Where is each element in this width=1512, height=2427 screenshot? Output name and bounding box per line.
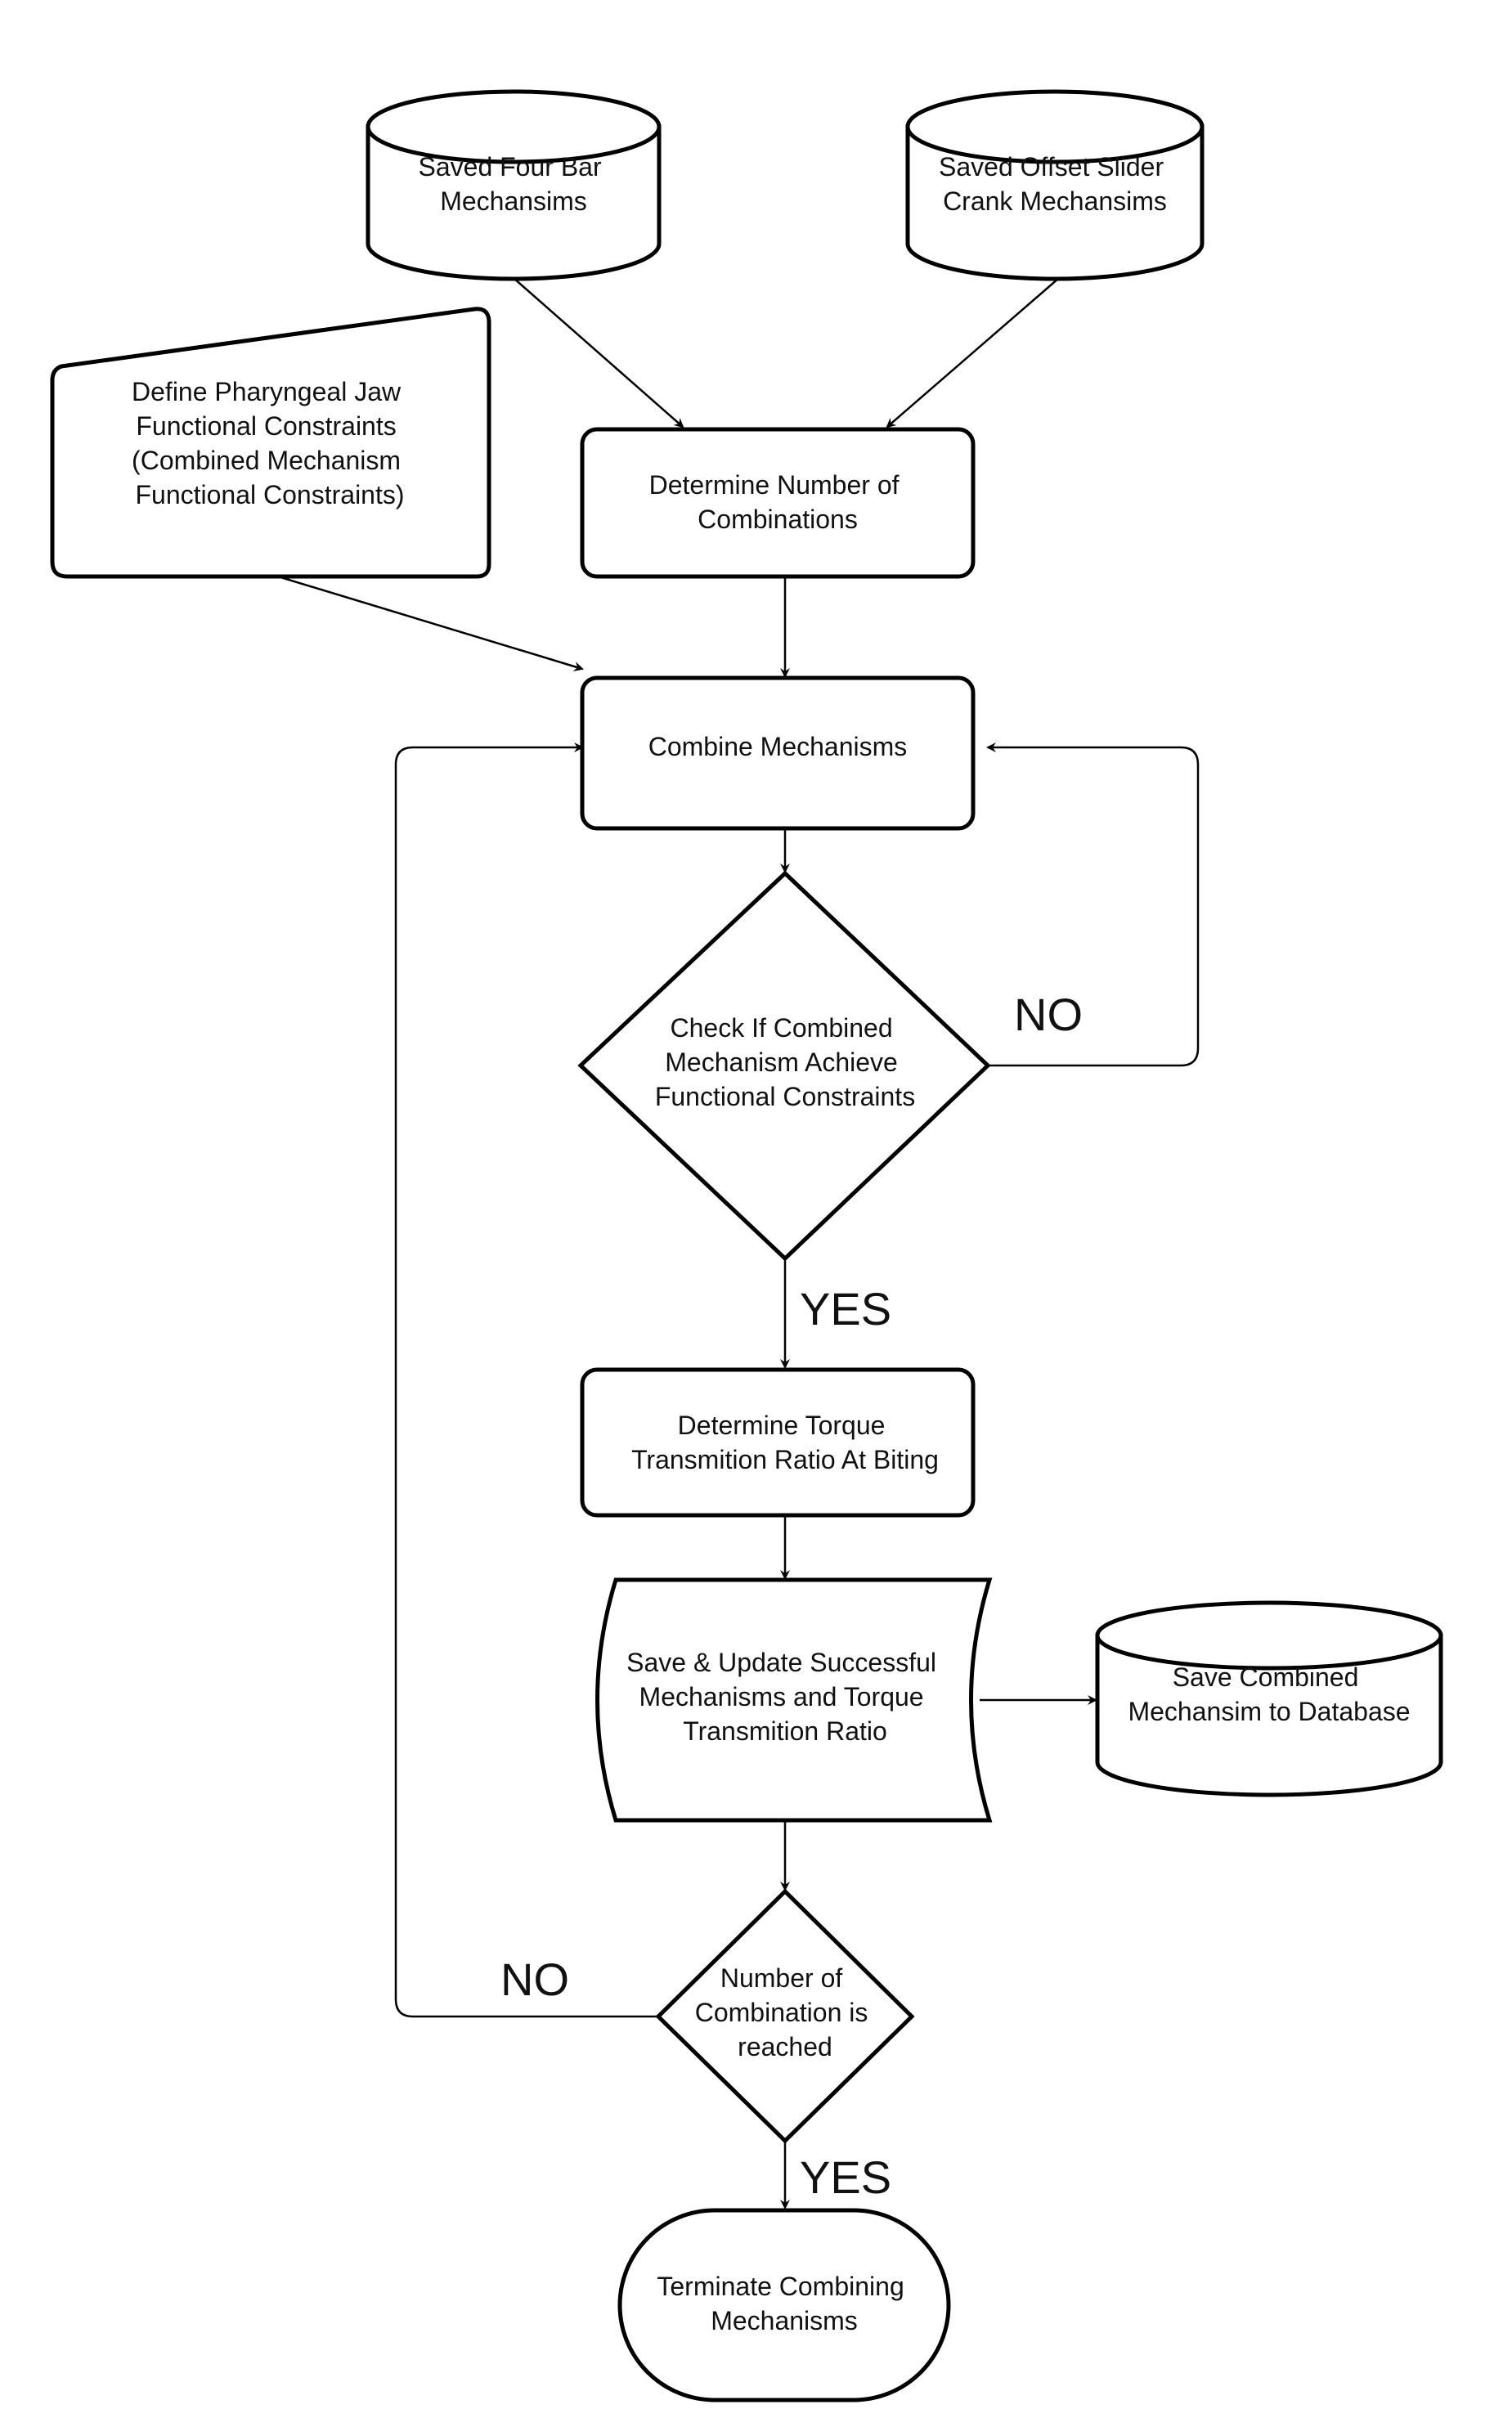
edge-define-to-combine [277, 575, 584, 671]
node-text-line: Mechanisms and Torque [639, 1682, 924, 1711]
node-determine-combinations: Determine Number of Combinations [580, 427, 976, 579]
node-terminate: Terminate Combining Mechanisms [617, 2208, 951, 2402]
svg-text:Determine Number of Comb: Determine Number of Combinations [649, 470, 907, 534]
node-text-line: Mechansim to Database [1128, 1697, 1410, 1726]
node-text-line: Terminate Combining [657, 2272, 904, 2301]
svg-text:Number of Combination is: Number of Combination is reached [695, 1963, 876, 2061]
node-text-line: Determine Torque [678, 1411, 886, 1440]
node-saved-four-bar: Saved Four Bar Mechansims [366, 89, 662, 281]
node-combination-reached: Number of Combination is reached [655, 1888, 915, 2144]
node-text-line: reached [738, 2032, 832, 2061]
edge-label-check-no: NO [1014, 989, 1083, 1040]
node-determine-torque: Determine Torque Transmition Ratio At Bi… [580, 1367, 976, 1518]
node-check-constraints: Check If Combined Mechanism Achieve Func… [577, 870, 991, 1262]
node-text-line: Transmition Ratio [683, 1716, 887, 1746]
node-text-line: Crank Mechansims [943, 186, 1167, 216]
svg-text:Save & Update Successful: Save & Update Successful Mechanisms and … [626, 1648, 944, 1746]
edge-four-bar-to-determine [513, 277, 684, 428]
node-text-line: Save Combined [1173, 1662, 1359, 1692]
edge-label-check-yes: YES [800, 1283, 891, 1335]
node-text-line: Mechanism Achieve [665, 1048, 898, 1077]
node-combine-mechanisms: Combine Mechanisms [580, 675, 976, 831]
node-text-line: Transmition Ratio At Biting [631, 1445, 939, 1474]
svg-text:Terminate Combining Mech: Terminate Combining Mechanisms [657, 2272, 911, 2335]
node-save-update: Save & Update Successful Mechanisms and … [595, 1577, 993, 1823]
node-saved-offset-slider: Saved Offset Slider Crank Mechansims [905, 89, 1205, 281]
node-text-line: (Combined Mechanism [132, 446, 401, 475]
edges [277, 277, 1200, 2209]
edge-slider-to-determine [886, 277, 1060, 428]
node-text-line: Combinations [698, 505, 858, 534]
node-save-database: Save Combined Mechansim to Database [1095, 1600, 1443, 1797]
edge-check-no-loop [986, 742, 1200, 1067]
node-text-line: Number of [720, 1963, 843, 1993]
node-text-line: Functional Constraints [655, 1082, 915, 1111]
node-text-line: Combination is [695, 1998, 868, 2027]
svg-text:Determine Torque Transmi: Determine Torque Transmition Ratio At Bi… [631, 1411, 939, 1474]
node-text-line: Saved Offset Slider [939, 152, 1164, 182]
node-text-line: Determine Number of [649, 470, 900, 500]
node-text-line: Functional Constraints [136, 411, 396, 441]
svg-text:Define Pharyngeal Jaw Fu: Define Pharyngeal Jaw Functional Constra… [132, 377, 408, 509]
node-define-constraints: Define Pharyngeal Jaw Functional Constra… [50, 307, 491, 579]
node-text-line: Saved Four Bar [419, 152, 602, 182]
svg-text:Check If Combined Mechan: Check If Combined Mechanism Achieve Func… [655, 1013, 915, 1111]
node-text-line: Functional Constraints) [135, 480, 404, 509]
node-text-line: Define Pharyngeal Jaw [132, 377, 402, 406]
svg-text:Save Combined Mechansim: Save Combined Mechansim to Database [1128, 1662, 1410, 1726]
node-text-line: Combine Mechanisms [648, 732, 908, 761]
node-text-line: Mechanisms [711, 2306, 858, 2335]
edge-reached-no-loop [394, 742, 658, 2018]
svg-text:Saved Offset Slider Cran: Saved Offset Slider Crank Mechansims [939, 152, 1171, 216]
edge-label-reached-no: NO [500, 1954, 569, 2005]
node-text-line: Save & Update Successful [626, 1648, 936, 1677]
edge-label-reached-yes: YES [800, 2151, 891, 2203]
svg-text:Saved Four Bar Mechansim: Saved Four Bar Mechansims [419, 152, 609, 216]
svg-text:Combine Mechanisms: Combine Mechanisms [648, 732, 908, 761]
node-text-line: Check If Combined [670, 1013, 892, 1043]
node-text-line: Mechansims [440, 186, 587, 216]
